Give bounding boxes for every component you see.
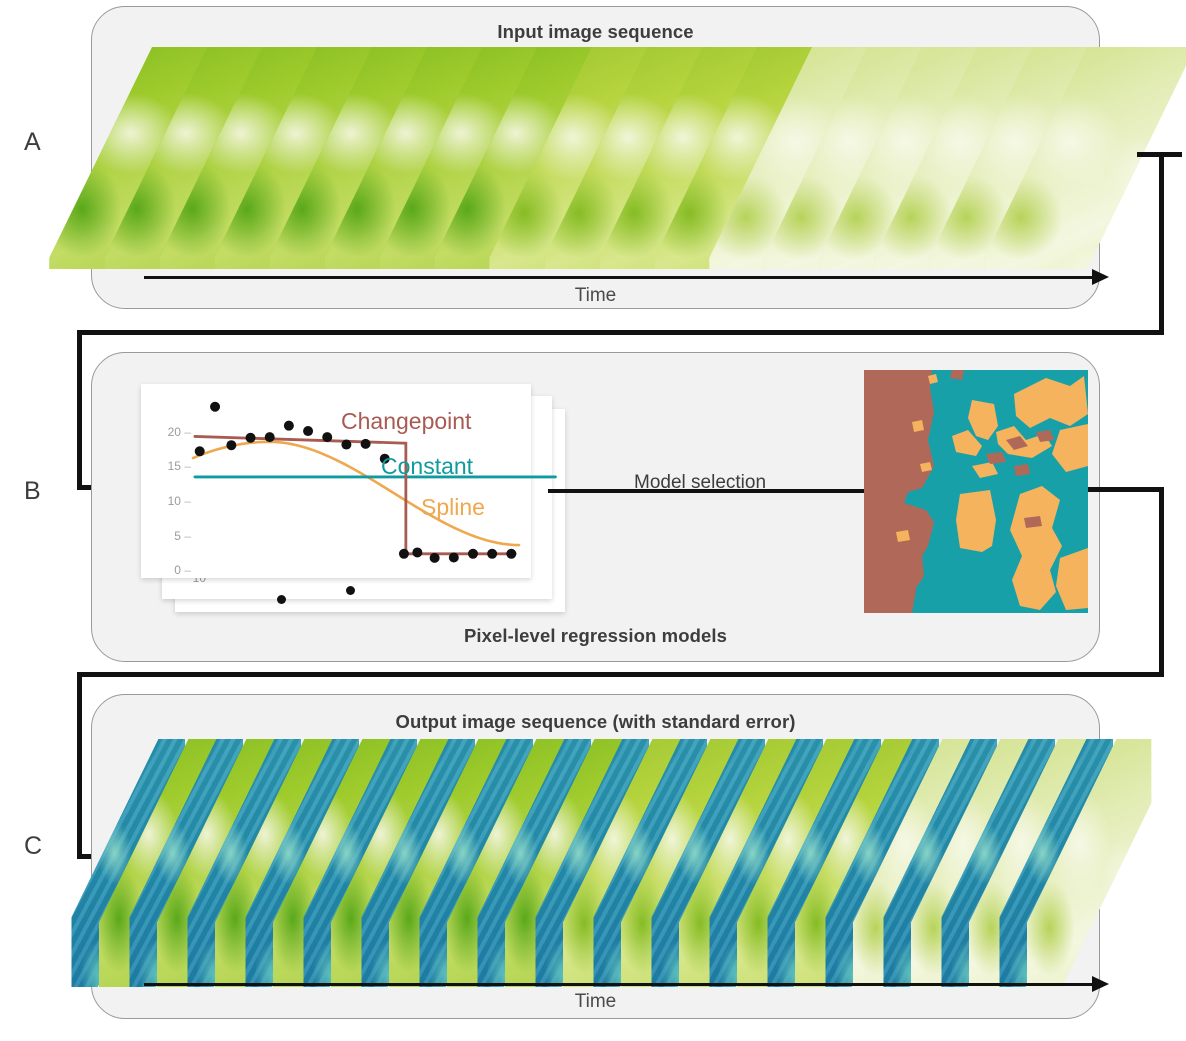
connector-b-to-c-vertical [1159, 487, 1164, 677]
panel-a-time-label: Time [574, 285, 617, 306]
data-point [264, 432, 275, 443]
data-point [341, 439, 352, 450]
panel-c-container: Output image sequence (with standard err… [71, 694, 1152, 1019]
spline-curve [191, 440, 521, 547]
data-point [194, 446, 205, 457]
connector-a-to-b-vertical [1159, 152, 1164, 334]
data-point [322, 432, 333, 443]
panel-label-c: C [24, 832, 43, 860]
legend-changepoint: Changepoint [341, 408, 472, 434]
panel-a-title: Input image sequence [497, 21, 694, 42]
changepoint-line [193, 435, 517, 556]
data-point [379, 453, 390, 464]
connector-b-to-c-horizontal-bottom [77, 672, 1164, 677]
regression-series-svg [191, 401, 557, 563]
panel-c-time-label: Time [574, 991, 617, 1012]
ytick-5: 5 – [174, 529, 191, 543]
data-point [303, 426, 314, 437]
data-point [245, 432, 256, 443]
model-selection-label: Model selection [634, 472, 767, 493]
data-point [429, 552, 440, 563]
data-point [283, 420, 294, 431]
panel-a-time-axis-line [144, 276, 1097, 279]
ytick-20: 20 – [167, 425, 191, 439]
panel-c-time-arrowhead [1092, 976, 1109, 992]
panel-c-time-axis-line [144, 983, 1097, 986]
classmap-svg [864, 370, 1088, 613]
data-point [448, 552, 459, 563]
data-point [506, 548, 517, 559]
connector-b-to-c-down [77, 672, 82, 859]
legend-spline: Spline [421, 494, 485, 520]
data-point [398, 548, 409, 559]
input-image-sequence [49, 47, 1186, 269]
regression-plot-card: 20 – 15 – 10 – 5 – 0 – Changepoint Const… [141, 384, 557, 578]
ytick-0: 0 – [174, 563, 191, 577]
panel-a-container: Input image sequence Time [49, 6, 1186, 309]
panel-b-title: Pixel-level regression models [463, 625, 728, 646]
panel-c-title: Output image sequence (with standard err… [395, 711, 796, 732]
connector-a-to-b-horizontal-bottom [77, 330, 1164, 335]
connector-a-to-b-down [77, 330, 82, 485]
panel-label-a: A [24, 128, 41, 156]
model-selection-map [864, 370, 1088, 613]
ytick-10: 10 – [167, 494, 191, 508]
data-point [226, 440, 237, 451]
data-point [412, 547, 423, 558]
ytick-15: 15 – [167, 459, 191, 473]
data-point [360, 438, 371, 449]
output-image-sequence [71, 739, 1152, 987]
data-point [210, 401, 221, 412]
data-point [467, 548, 478, 559]
data-point [487, 548, 498, 559]
connector-b-to-c-horizontal-top [1088, 487, 1164, 492]
panel-a-time-arrowhead [1092, 269, 1109, 285]
back-card-dot [277, 595, 286, 604]
legend-constant: Constant [381, 453, 474, 479]
model-selection-line [548, 489, 864, 493]
middle-card-dot [346, 586, 355, 595]
panel-label-b: B [24, 477, 41, 505]
